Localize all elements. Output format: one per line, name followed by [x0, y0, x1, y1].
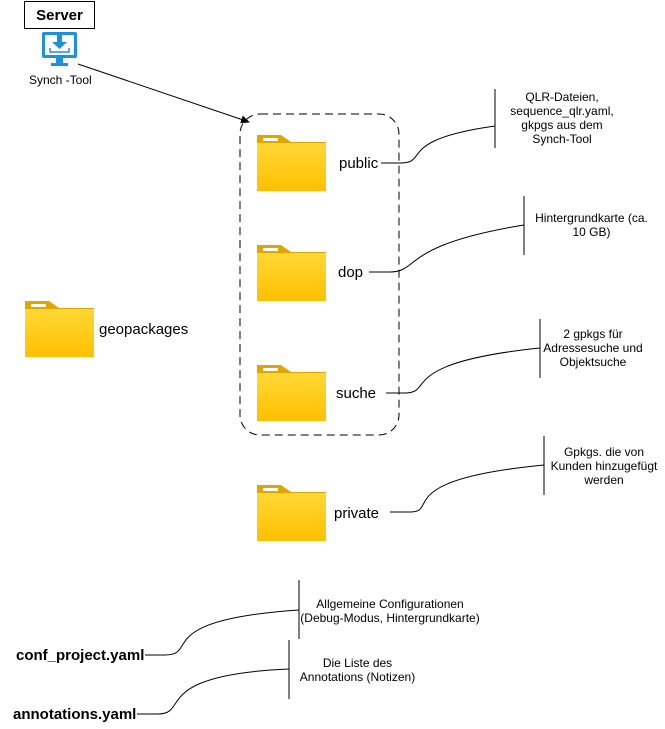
folder-icon: [257, 365, 326, 421]
annotation-connector-conf: [145, 580, 300, 656]
annotation-connector-annotations: [137, 640, 290, 715]
file-label-annotations: annotations.yaml: [13, 706, 137, 723]
note-public: QLR-Dateien,sequence_qlr.yaml,gkpgs aus …: [510, 90, 614, 146]
sync-arrow: [77, 63, 250, 124]
folder-icon: [257, 245, 326, 301]
annotation-connector-private: [390, 436, 545, 513]
file-label-conf-project: conf_project.yaml: [16, 647, 145, 664]
folder-label-suche: suche: [336, 385, 377, 402]
folder-label-public: public: [339, 155, 379, 172]
folder-icon: [25, 301, 94, 357]
annotation-connector-dop: [369, 196, 525, 273]
monitor-download-icon: [42, 32, 77, 66]
annotation-connector-public: [381, 89, 496, 164]
folder-label-dop: dop: [338, 264, 364, 281]
folder-icon: [257, 135, 326, 191]
folder-label-geopackages: geopackages: [99, 321, 189, 338]
folder-icon: [257, 485, 326, 541]
server-box: Server: [24, 1, 95, 29]
synch-tool-label: Synch -Tool: [29, 73, 92, 87]
note-conf: Allgemeine Configurationen(Debug-Modus, …: [300, 597, 480, 625]
annotation-connector-suche: [386, 319, 541, 394]
synced-folders-group: [239, 113, 400, 436]
note-dop: Hintergrundkarte (ca.10 GB): [535, 211, 648, 239]
folder-label-private: private: [334, 505, 380, 522]
